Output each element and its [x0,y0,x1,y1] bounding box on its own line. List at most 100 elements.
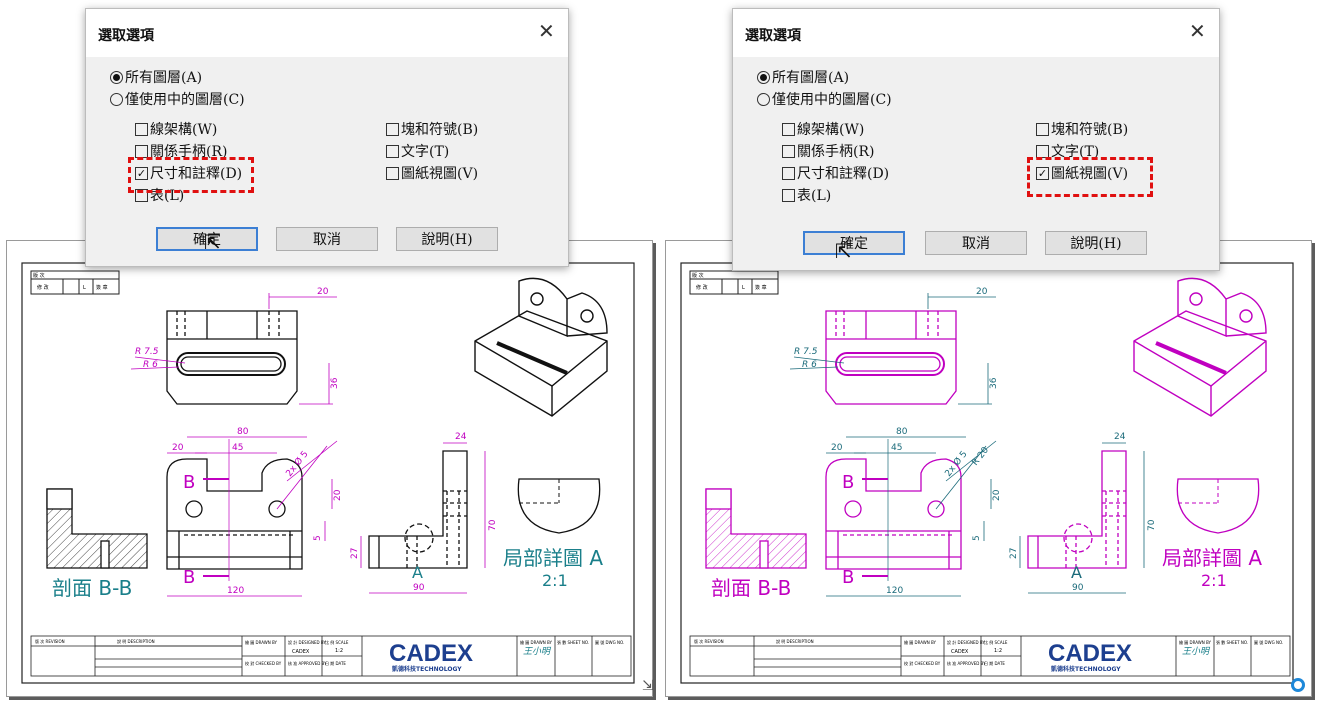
checkbox-empty-icon [782,188,795,202]
revision-table [689,270,779,295]
radio-used-layers[interactable]: 僅使用中的圖層(C) [757,89,892,109]
dim-45: 45 [232,443,243,453]
side-view-dims: 24 70 27 90 [1009,432,1157,594]
checkbox-wireframe[interactable]: 線架構(W) [782,119,864,139]
highlight-box [128,157,254,193]
dim-20-right: 20 [333,489,343,501]
checkbox-dimensions-label: 尺寸和註釋(D) [150,166,243,182]
dim-r75: R 7.5 [794,347,818,357]
checkbox-views[interactable]: 圖紙視圖(V) [386,163,478,183]
rev-table-c2: L [742,285,745,291]
checkbox-views-label: 圖紙視圖(V) [1051,166,1129,182]
detail-mark-a: A [1071,563,1082,582]
close-icon[interactable]: ✕ [538,19,555,43]
checkbox-blocks-label: 塊和符號(B) [1051,122,1129,138]
front-view [166,458,303,570]
section-label: 剖面 B-B [52,576,132,600]
tb-approved: 核 准 APPROVED BY [947,660,986,666]
dim-r6: R 6 [802,360,817,370]
radio-all-layers[interactable]: 所有圖層(A) [110,67,202,87]
dim-80: 80 [237,427,249,437]
checkbox-blocks[interactable]: 塊和符號(B) [386,119,478,139]
checkbox-dimensions[interactable]: ✓ 尺寸和註釋(D) [135,163,242,183]
drawing-sheet-left[interactable]: 版 次 修 改 L 簽 章 20 R 7.5 R 6 36 [6,240,653,697]
cadex-logo: CADEX [389,640,473,667]
radio-all-layers-label: 所有圖層(A) [772,70,850,86]
tb-designed: 設 計 DESIGNED BY [947,639,985,645]
cancel-button[interactable]: 取消 [276,227,378,251]
checkmark-icon: ✓ [1036,166,1049,180]
checkbox-empty-icon [1036,144,1049,158]
checkbox-handles[interactable]: 關係手柄(R) [782,141,874,161]
section-mark-b-bottom: B [183,567,195,588]
tb-cadex-small: CADEX [951,649,969,655]
dim-90: 90 [1072,583,1084,593]
cadex-logo: CADEX [1048,640,1132,667]
radio-off-icon [757,92,770,106]
section-mark-b-bottom: B [842,567,854,588]
dim-120: 120 [227,586,244,596]
rev-table-c1: 修 改 [696,284,708,291]
radio-used-layers[interactable]: 僅使用中的圖層(C) [110,89,245,109]
tb-designed: 設 計 DESIGNED BY [288,639,326,645]
checkbox-dimensions-label: 尺寸和註釋(D) [797,166,890,182]
rev-table-c3: 簽 章 [96,284,108,291]
tb-approved: 核 准 APPROVED BY [288,660,327,666]
dim-2x5: 2x Ø 5 [284,449,311,479]
highlight-box [1027,157,1153,197]
checkbox-empty-icon [782,144,795,158]
tb-scale: 比 例 SCALE [325,639,349,645]
checkbox-text[interactable]: 文字(T) [386,141,449,161]
checkbox-tables-label: 表(L) [797,188,832,204]
checkbox-views-label: 圖紙視圖(V) [401,166,479,182]
dim-120: 120 [886,586,903,596]
tb-rev: 版 次 REVISION [694,638,724,644]
section-view [46,488,148,569]
drawing-sheet-right[interactable]: 版 次 修 改 L 簽 章 20 R 7.5 R 6 36 [665,240,1312,697]
dim-r20: R 20 [970,445,991,468]
dim-90: 90 [413,583,425,593]
radio-used-layers-label: 僅使用中的圖層(C) [772,92,892,108]
tb-scale: 比 例 SCALE [984,639,1008,645]
tb-checked: 校 對 CHECKED BY [904,660,941,666]
dim-20-left: 20 [172,443,184,453]
checkbox-views[interactable]: ✓ 圖紙視圖(V) [1036,163,1128,183]
checkbox-dimensions[interactable]: 尺寸和註釋(D) [782,163,889,183]
dialog-title: 選取選項 [98,28,154,44]
dim-27: 27 [1009,548,1019,559]
help-button[interactable]: 說明(H) [396,227,498,251]
radio-all-layers-label: 所有圖層(A) [125,70,203,86]
rev-table-c2: L [83,285,86,291]
dim-20-left: 20 [831,443,843,453]
dim-24: 24 [1114,432,1126,442]
checkbox-tables[interactable]: 表(L) [782,185,831,205]
detail-scale: 2:1 [1201,571,1227,590]
cadex-logo-sub: 凱德科技TECHNOLOGY [1051,665,1121,673]
checkbox-blocks[interactable]: 塊和符號(B) [1036,119,1128,139]
dim-45: 45 [891,443,902,453]
rev-table-head: 版 次 [692,272,704,279]
cancel-button[interactable]: 取消 [925,231,1027,255]
tb-signature: 王小明 [523,646,552,657]
ok-button[interactable]: 確定 [803,231,905,255]
ok-button[interactable]: 確定 [156,227,258,251]
checkbox-blocks-label: 塊和符號(B) [401,122,479,138]
revision-table [30,270,120,295]
top-view [825,310,957,405]
help-button[interactable]: 說明(H) [1045,231,1147,255]
tb-drawing-title: 繪 圖 DRAWN BY [1179,639,1212,645]
section-label: 剖面 B-B [711,576,791,600]
drawing-canvas-left: 版 次 修 改 L 簽 章 20 R 7.5 R 6 36 [21,262,635,684]
sync-status-icon[interactable] [1291,678,1305,692]
checkbox-wireframe[interactable]: 線架構(W) [135,119,217,139]
radio-all-layers[interactable]: 所有圖層(A) [757,67,849,87]
dim-70: 70 [1147,519,1157,531]
isometric-view [474,277,608,417]
detail-view [517,478,601,534]
checkbox-text-label: 文字(T) [1051,144,1100,160]
checkmark-icon: ✓ [135,166,148,180]
close-icon[interactable]: ✕ [1189,19,1206,43]
dim-20-top: 20 [317,287,329,297]
tb-rev: 版 次 REVISION [35,638,65,644]
side-view-dims: 24 70 27 90 [350,432,498,594]
